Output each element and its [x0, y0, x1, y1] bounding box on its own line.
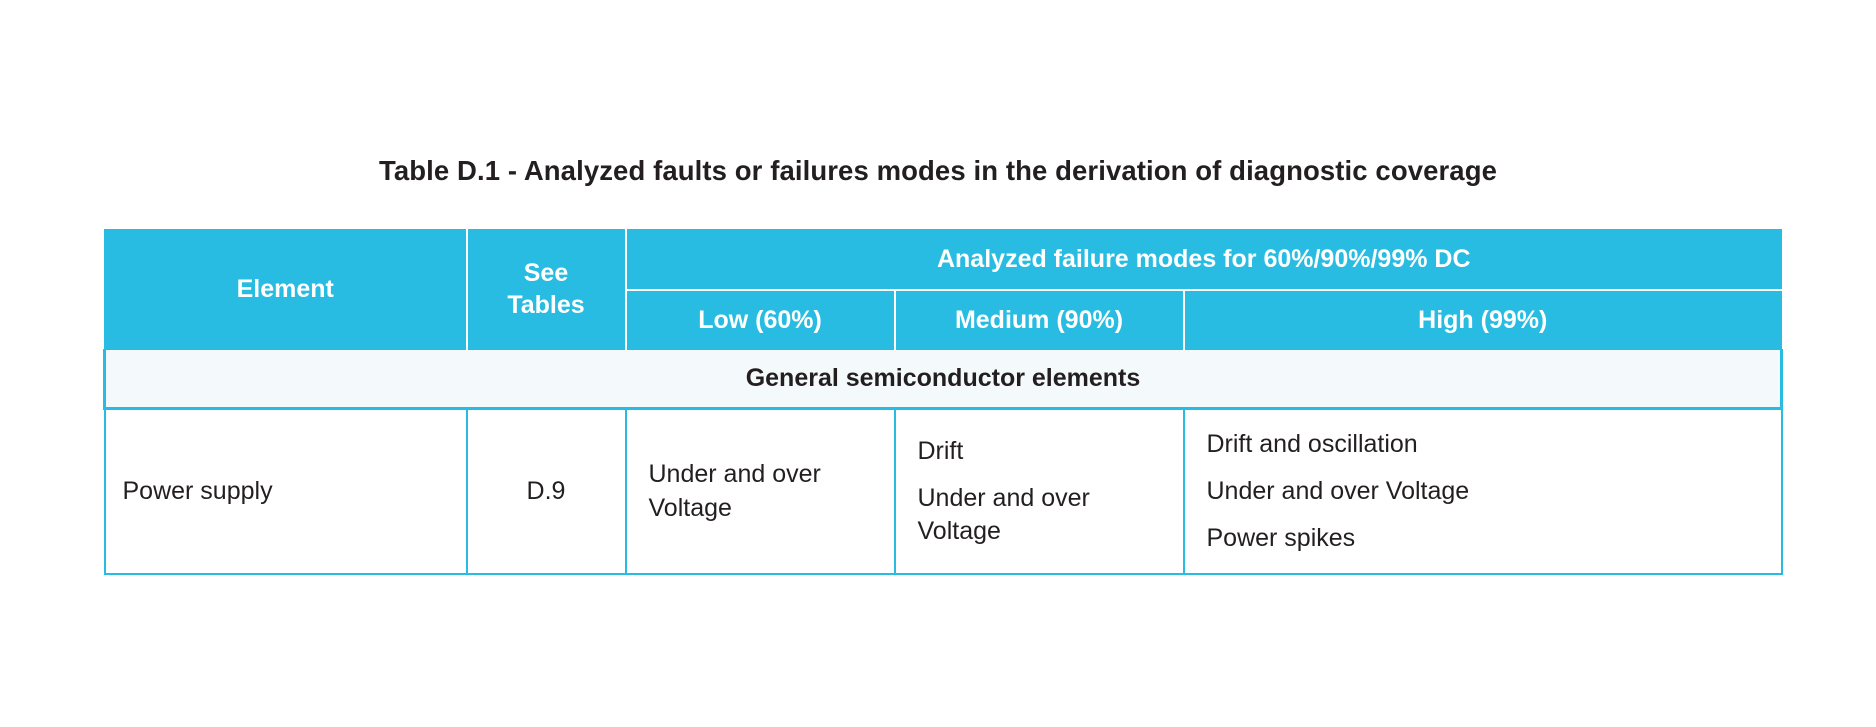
list-item: Under and over Voltage [917, 483, 1090, 546]
cell-element: Power supply [103, 407, 468, 575]
cell-see-tables: D.9 [465, 407, 627, 575]
column-header-analyzed-failure-modes: Analyzed failure modes for 60%/90%/99% D… [625, 229, 1782, 291]
list-item: Drift [917, 436, 964, 465]
list-item: Power spikes [1206, 524, 1356, 553]
list-item: Drift and oscillation [1206, 429, 1418, 458]
header-row-sub: Low (60%) Medium (90%) High (99%) [105, 289, 1782, 350]
cell-low-modes: Under and over Voltage [624, 407, 896, 575]
high-mode-list: Drift and oscillation Under and over Vol… [1207, 428, 1781, 556]
section-header-label: General semiconductor elements [103, 349, 1783, 410]
column-header-low: Low (60%) [625, 289, 896, 350]
table-header: Element See Tables Analyzed failure mode… [104, 229, 1782, 350]
column-header-see-tables: See Tables [466, 229, 627, 350]
table-body: General semiconductor elements Power sup… [103, 349, 1783, 575]
section-header-row: General semiconductor elements [103, 349, 1783, 410]
list-item: Under and over Voltage [648, 460, 821, 522]
low-mode-list: Under and over Voltage [649, 458, 894, 525]
analyzed-failure-modes-table: Element See Tables Analyzed failure mode… [103, 229, 1783, 575]
medium-mode-list: Drift Under and over Voltage [918, 435, 1183, 549]
list-item: Under and over Voltage [1206, 476, 1470, 505]
header-row-top: Element See Tables Analyzed failure mode… [104, 229, 1782, 350]
cell-medium-modes: Drift Under and over Voltage [893, 407, 1185, 575]
column-header-see-tables-line2: Tables [507, 290, 585, 319]
column-header-element: Element [104, 229, 468, 350]
table-row: Power supply D.9 Under and over Voltage … [103, 407, 1783, 575]
column-header-see-tables-line1: See [523, 259, 569, 287]
column-header-high: High (99%) [1183, 289, 1782, 350]
column-header-medium: Medium (90%) [894, 289, 1185, 350]
page-title: Table D.1 - Analyzed faults or failures … [378, 155, 1497, 186]
cell-high-modes: Drift and oscillation Under and over Vol… [1182, 407, 1783, 575]
